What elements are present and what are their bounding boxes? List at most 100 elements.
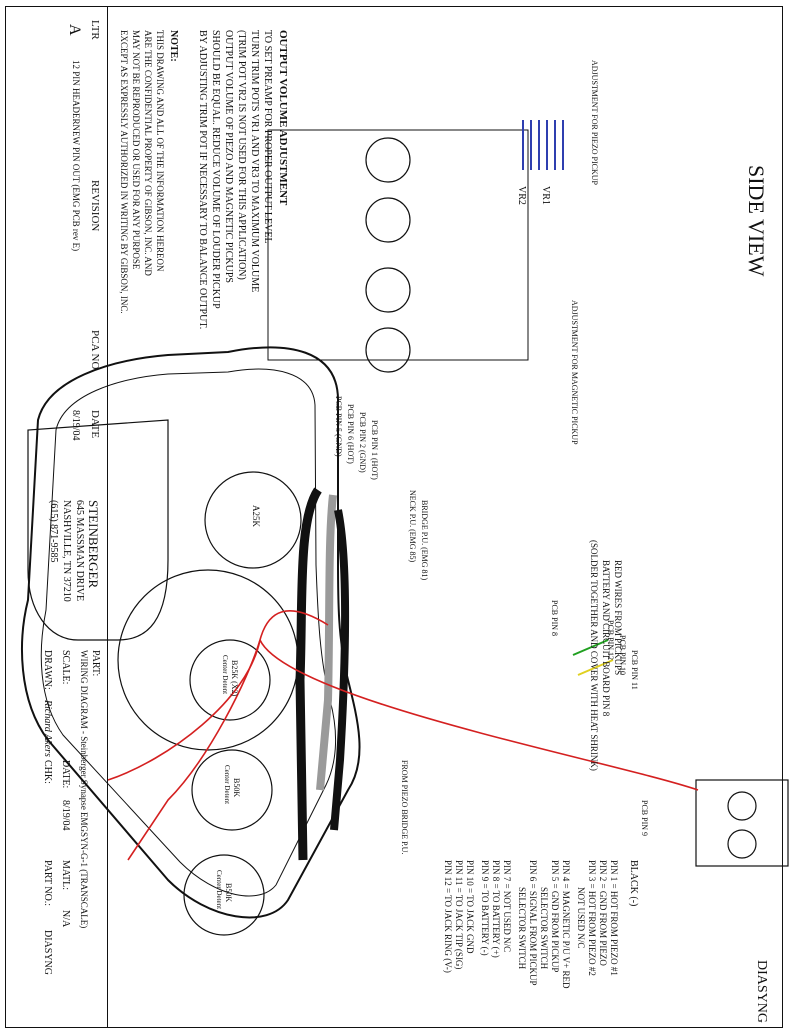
pcb-pin-2-label: PCB PIN 2 (GND) <box>358 412 367 473</box>
pcb-pin-10-label: PCB PIN 10 <box>618 635 627 676</box>
pot-b25k-sub-label: Center Detent <box>221 655 229 695</box>
pin-legend-3: PIN 3 = HOT FROM PIEZO #2 <box>587 860 597 976</box>
harness-grey <box>316 494 337 791</box>
ltr-value: A <box>66 24 83 36</box>
pot-a25k <box>204 471 302 569</box>
company-address-1: 645 MASSMAN DRIVE <box>74 500 85 602</box>
side-view-knob-4 <box>365 327 411 373</box>
pot-b25k <box>189 639 271 721</box>
note-line-4: EXCEPT AS EXPRESSLY AUTHORIZED IN WRITIN… <box>119 30 129 314</box>
output-heading: OUTPUT VOLUME ADJUSTMENT <box>277 30 289 206</box>
pca-header: PCA NO. <box>89 330 101 373</box>
guitar-body-outline <box>21 346 361 919</box>
solder-line-label: (SOLDER TOGETHER AND COVER WITH HEAT SHR… <box>589 540 599 771</box>
partno-value: DIASYNG <box>42 930 53 975</box>
pin-legend-1: PIN 1 = HOT FROM PIEZO #1 <box>609 860 619 976</box>
guitar-body-inner <box>40 368 337 897</box>
harness-black-1 <box>295 487 322 861</box>
part-value: WIRING DIAGRAM - Steinberger Synapse EMG… <box>79 650 89 929</box>
pot-b50k-2-label: B50K <box>224 883 233 903</box>
piezo-bridge-label: FROM PIEZO BRIDGE P.U. <box>400 760 409 855</box>
company-address-2: NASHVILLE, TN 37210 <box>61 500 72 602</box>
pin-legend-8: PIN 6 = SIGNAL FROM PICKUP <box>528 860 538 986</box>
pcb-pin-1-label: PCB PIN 1 (HOT) <box>370 420 379 480</box>
drawn-value: Richard Akers <box>42 700 53 757</box>
side-view-knob-2 <box>365 197 411 243</box>
pin-legend-11: PIN 8 = TO BATTERY (+) <box>491 860 501 958</box>
pcb-pin-12-label: PCB PIN 12 <box>606 620 615 661</box>
date-value: 8/19/04 <box>60 800 71 831</box>
control-cavity <box>27 419 169 641</box>
red-wire-jack <box>259 639 699 791</box>
pin-legend-10: PIN 7 = NOT USED N/C <box>502 860 512 953</box>
pin-legend-5: PIN 4 = MAGNETIC P/U V+ RED <box>561 860 571 989</box>
side-view-knob-3 <box>365 267 411 313</box>
side-view-title: SIDE VIEW <box>744 165 769 277</box>
pcb-pin-9-label: PCB PIN 9 <box>640 800 649 837</box>
bridge-pu-label: BRIDGE P.U. (EMG 81) <box>420 500 429 581</box>
vr2-label: VR2 <box>516 186 527 205</box>
pin-legend-6: PIN 5 = GND FROM PICKUP <box>550 860 560 973</box>
ltr-header: LTR <box>89 20 101 40</box>
side-view-knob-1 <box>365 137 411 183</box>
scale-label: SCALE: <box>60 650 71 685</box>
pin-legend-15: PIN 12 = TO JACK RING (V-) <box>443 860 453 973</box>
output-line-4: OUTPUT VOLUME OF PIEZO AND MAGNETIC PICK… <box>223 30 234 283</box>
pcb-pin-5-label: PCB PIN 5 (GND) <box>334 396 343 457</box>
jack-socket-2 <box>727 829 757 859</box>
output-line-3: (TRIM POT VR2 IS NOT USED FOR THIS APPLI… <box>236 30 247 280</box>
note-heading: NOTE: <box>168 30 179 62</box>
red-wire-battery <box>107 639 261 781</box>
pot-b50k-2 <box>183 854 265 936</box>
pin-legend-14: PIN 11 = TO JACK TIP (SIG) <box>454 860 464 970</box>
pot-b50k-1-sub-label: Center Detent <box>223 765 231 805</box>
company-phone: (615) 871-9585 <box>48 500 59 563</box>
output-line-6: BY ADJUSTING TRIM POT IF NECESSARY TO BA… <box>197 30 208 330</box>
pot-b50k-1 <box>191 749 273 831</box>
pot-b25k-label: B25K (X2) <box>230 660 239 697</box>
note-line-1: THIS DRAWING AND ALL OF THE INFORMATION … <box>155 30 165 272</box>
pcb-pin-8-label: PCB PIN 8 <box>550 600 559 637</box>
pcb-pin-11-label: PCB PIN 11 <box>630 650 639 690</box>
revision-header: REVISION <box>89 180 101 232</box>
chk-label: CHK: <box>42 760 53 784</box>
pin-legend-9: SELECTOR SWITCH <box>517 860 527 970</box>
jack-socket-1 <box>727 791 757 821</box>
matl-label: MATL: <box>60 860 71 890</box>
pin-legend-13: PIN 10 = TO JACK GND <box>465 860 475 954</box>
note-line-3: MAY NOT BE REPRODUCED OR USED FOR ANY PU… <box>131 30 141 270</box>
sheet-id: DIASYNG <box>754 960 769 1023</box>
rev-date-value: 8/19/04 <box>70 410 81 441</box>
jack-body <box>695 779 789 867</box>
pin-legend-4: NOT USED N/C <box>576 860 586 949</box>
neck-pu-label: NECK P.U. (EMG 85) <box>408 490 417 563</box>
output-line-2: TURN TRIM POTS VR1 AND VR3 TO MAXIMUM VO… <box>249 30 260 293</box>
black-wire-label: BLACK (-) <box>628 860 639 907</box>
date-header: DATE <box>89 410 101 439</box>
part-label: PART: <box>90 650 101 677</box>
adj-magnetic-label: ADJUSTMENT FOR MAGNETIC PICKUP <box>570 300 579 445</box>
output-line-5: SHOULD BE EQUAL. REDUCE VOLUME OF LOUDER… <box>210 30 221 309</box>
note-line-2: ARE THE CONFIDENTIAL PROPERTY OF GIBSON,… <box>143 30 153 276</box>
adj-piezo-label: ADJUSTMENT FOR PIEZO PICKUP <box>590 60 599 185</box>
drawn-label: DRAWN: <box>42 650 53 690</box>
pin-header <box>522 120 564 170</box>
matl-value: N/A <box>60 910 71 928</box>
pot-a25k-label: A25K <box>251 505 261 527</box>
partno-label: PART NO.: <box>42 860 53 907</box>
pin-legend-12: PIN 9 = TO BATTERY (-) <box>480 860 490 956</box>
pin-legend-2: PIN 2 = GND FROM PIEZO <box>598 860 608 966</box>
output-line-1: TO SET PREAMP FOR PROPER OUTPUT LEVEL <box>262 30 273 244</box>
pcb-cavity <box>117 569 299 751</box>
pot-b50k-2-sub-label: Center Detent <box>215 870 223 910</box>
vr1-label: VR1 <box>540 186 551 205</box>
date-label: DATE: <box>60 760 71 789</box>
pcb-pin-6-label: PCB PIN 6 (HOT) <box>346 404 355 464</box>
revision-value: 12 PIN HEADERNEW PIN OUT (EMG PCB rev E) <box>71 60 81 252</box>
harness-black-2 <box>330 509 349 831</box>
pin-legend-7: SELECTOR SWITCH <box>539 860 549 970</box>
company-name: STEINBERGER <box>86 500 101 589</box>
